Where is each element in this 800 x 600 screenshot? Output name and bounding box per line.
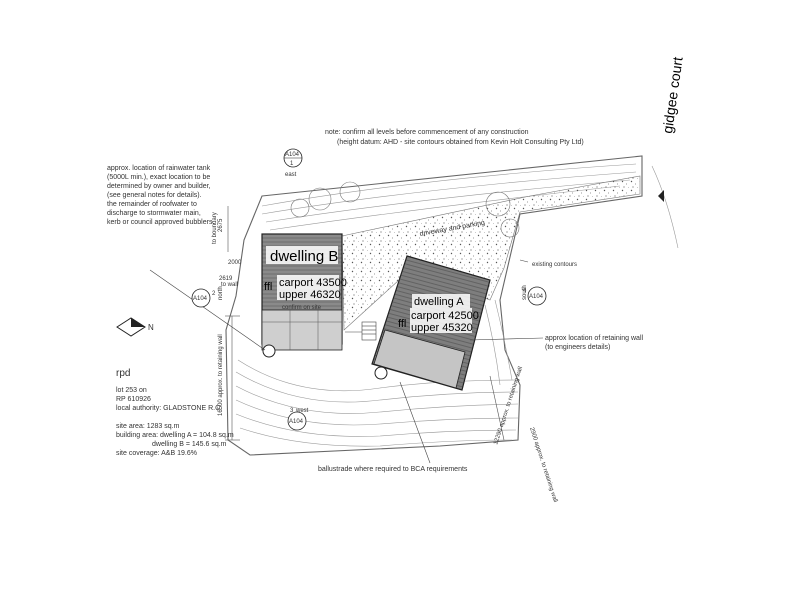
section-marker-west: A104 3 west [287,408,309,431]
dim-left-vertical: 16500 approx. to retaining wall [218,334,224,416]
note-confirm-levels: note: confirm all levels before commence… [325,129,529,136]
svg-text:approx. location of rainwater: approx. location of rainwater tank [107,165,211,172]
svg-text:building area: dwelling A = 10: building area: dwelling A = 104.8 sq.m [116,432,234,439]
svg-text:A104: A104 [193,296,208,302]
svg-text:3: 3 [290,408,294,414]
boundary-marker-arrow [658,190,664,202]
svg-text:rpd: rpd [116,368,130,379]
north-arrow: N [116,317,154,337]
rainwater-tanks [262,344,388,380]
north-arrow-label: N [148,323,154,332]
svg-text:site area: 1283 sq.m: site area: 1283 sq.m [116,423,180,430]
dim-top-left-b: to boundary [212,212,218,244]
section-marker-south: A104 4 south [522,285,547,306]
svg-text:A104: A104 [289,419,304,425]
svg-text:upper 45320: upper 45320 [411,322,473,334]
section-marker-north: A104 2 north [191,286,224,308]
svg-text:dwelling B: dwelling B [270,248,338,265]
svg-text:carport 43500: carport 43500 [279,277,347,289]
site-boundary [225,155,643,456]
svg-text:ffl: ffl [264,281,272,293]
svg-text:west: west [295,408,309,414]
svg-text:carport 42500: carport 42500 [411,310,479,322]
rpd-block: rpd lot 253 on RP 610926 local authority… [116,368,234,457]
svg-text:dwelling A: dwelling A [414,296,464,308]
svg-text:ffl: ffl [398,318,406,330]
dim-top-left-a: 2675 [218,218,224,232]
svg-text:the remainder of roofwater to: the remainder of roofwater to [107,201,197,208]
driveway-area [341,175,641,331]
svg-text:(see general notes for details: (see general notes for details). [107,192,202,199]
svg-text:determined by owner and builde: determined by owner and builder, [107,183,211,190]
note-height-datum: (height datum: AHD - site contours obtai… [337,139,584,146]
svg-text:A104: A104 [529,294,544,300]
svg-text:upper 46320: upper 46320 [279,289,341,301]
existing-contours-label: existing contours [532,262,577,268]
trees [290,181,520,238]
retaining-wall-note: approx location of retaining wall [545,335,644,342]
svg-text:north: north [218,286,224,300]
leader-lines [149,259,544,464]
dwelling-b-labels: dwelling B ffl carport 43500 upper 46320… [264,246,347,311]
dim-2000: 2000 [228,260,242,266]
svg-text:dwelling B = 145.6 sq.m: dwelling B = 145.6 sq.m [152,441,227,448]
svg-text:kerb or council approved bubbl: kerb or council approved bubblers. [107,219,214,226]
dim-to-wall: to wall [221,282,238,288]
dim-2619: 2619 [219,276,233,282]
dim-lower-right: 2900 approx. to retaining wall [528,427,558,503]
svg-text:confirm on site: confirm on site [282,305,322,311]
svg-text:east: east [285,172,297,178]
svg-text:site coverage: A&B 19.6%: site coverage: A&B 19.6% [116,450,197,457]
svg-text:lot 253 on: lot 253 on [116,387,147,394]
svg-text:4: 4 [523,288,527,294]
svg-text:RP 610926: RP 610926 [116,396,151,403]
svg-text:south: south [522,285,528,300]
svg-text:1: 1 [290,161,294,167]
svg-text:A104: A104 [285,152,300,158]
svg-text:discharge to stormwater main,: discharge to stormwater main, [107,210,201,217]
svg-text:2: 2 [212,291,216,297]
street-name: gidgee court [659,56,686,135]
dwelling-a-labels: dwelling A ffl carport 42500 upper 45320 [398,294,479,334]
street-edge [651,165,679,249]
svg-text:local authority: GLADSTONE R.C: local authority: GLADSTONE R.C. [116,405,222,412]
tank-note: approx. location of rainwater tank (5000… [107,165,214,226]
section-marker-east: A104 1 east [283,148,303,178]
dimension-lines [225,206,505,441]
stair [345,321,377,341]
balustrade-note: ballustrade where required to BCA requir… [318,466,468,473]
retaining-wall-note-2: (to engineers details) [545,344,610,351]
contour-lines [235,163,637,447]
svg-text:(5000L min.), exact location t: (5000L min.), exact location to be [107,174,210,181]
